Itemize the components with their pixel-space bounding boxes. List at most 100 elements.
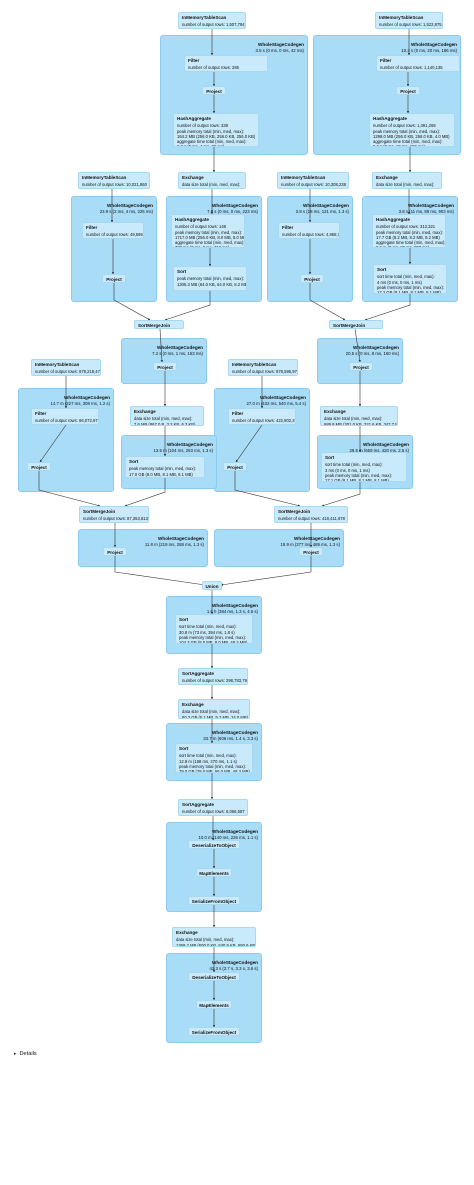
operator-node[interactable]: Project [153,362,177,371]
cluster-title: WholeStageCodegen [64,395,110,400]
operator-node[interactable]: DeserializeToObject [188,972,240,981]
operator-metric: 1369.2 MB (600.0 KB, 640.9 KB, 680.6 KB) [176,942,256,947]
operator-metric: 2.6 m (0 ms, 86 ms, 850 ms) [376,245,430,248]
cluster-title: WholeStageCodegen [353,345,399,350]
operator-node[interactable]: Union [202,581,222,590]
operator-node[interactable]: Project [27,462,51,471]
operator-name: Sort [325,455,335,460]
operator-node[interactable]: Project [349,362,373,371]
cluster-duration: 7.8 s (0 ms, 0 ms, 223 ms) [207,208,258,214]
operator-name: Project [304,277,320,282]
operator-name: SerializeFromObject [191,1030,237,1035]
operator-metric: 689.8 MB (301.0 KB, 321.6 KB, 347.7 MB) [324,421,398,426]
operator-node[interactable]: Filter number of output rows: 4,868,743 [278,222,340,239]
operator-node[interactable]: Project [223,462,247,471]
cluster-duration: 23.9 s (2 ms, 4 ms, 225 ms) [99,208,153,214]
operator-name: Filter [282,225,294,230]
operator-node[interactable]: Project [300,274,324,283]
operator-node[interactable]: Project [299,547,323,556]
operator-node[interactable]: Project [103,547,127,556]
operator-metric: aggregate time total (min, med, max): [376,240,446,246]
operator-node[interactable]: SerializeFromObject [188,896,240,905]
operator-node[interactable]: MapElements [196,868,232,877]
operator-name: SortMergeJoin [138,323,171,328]
operator-node[interactable]: Project [202,86,226,95]
cluster-duration: 20.5 s (0 ms, 8 ms, 160 ms) [345,350,399,356]
cluster-duration: 3.8 s (11 ms, 59 ms, 903 ms) [398,208,454,214]
operator-metric: number of output rows: 6,066,587 [182,809,245,815]
operator-name: InMemoryTableScan [232,362,277,367]
operator-node[interactable]: Project [396,86,420,95]
operator-node[interactable]: Project [102,274,126,283]
operator-name: Sort [129,459,139,464]
cluster-title: WholeStageCodegen [260,395,306,400]
cluster-title: WholeStageCodegen [212,730,258,735]
operator-metric: peak memory total (min, med, max): [325,472,393,478]
operator-metric: peak memory total (min, med, max): [177,128,245,134]
operator-metric: 2.3 s (0 ms, 4 ms, 32 ms) [177,144,225,147]
operator-name: Exchange [182,175,204,180]
operator-metric: 30.8 m (73 ms, 394 ms, 1.8 s) [179,629,235,635]
operator-metric: data size total (min, med, max): [176,937,235,943]
operator-metric: number of output rows: 4,868,743 [282,232,340,238]
details-toggle[interactable]: ▸ Details [14,1051,37,1057]
operator-metric: number of output rows: 87,353,613 [83,516,148,522]
operator-node[interactable]: SerializeFromObject [188,1027,240,1036]
cluster-title: WholeStageCodegen [157,345,203,350]
operator-node[interactable]: MapElements [196,1000,232,1009]
operator-node[interactable]: DeserializeToObject [188,840,240,849]
operator-name: SortAggregate [182,671,214,676]
operator-metric: number of output rows: 1,507,784 [182,22,245,28]
operator-name: InMemoryTableScan [82,175,127,180]
operator-name: Project [157,365,173,370]
cluster-title: WholeStageCodegen [167,442,213,447]
operator-name: InMemoryTableScan [379,15,424,20]
operator-name: Union [205,584,219,589]
cluster-title: WholeStageCodegen [303,203,349,208]
operator-name: Project [31,465,47,470]
